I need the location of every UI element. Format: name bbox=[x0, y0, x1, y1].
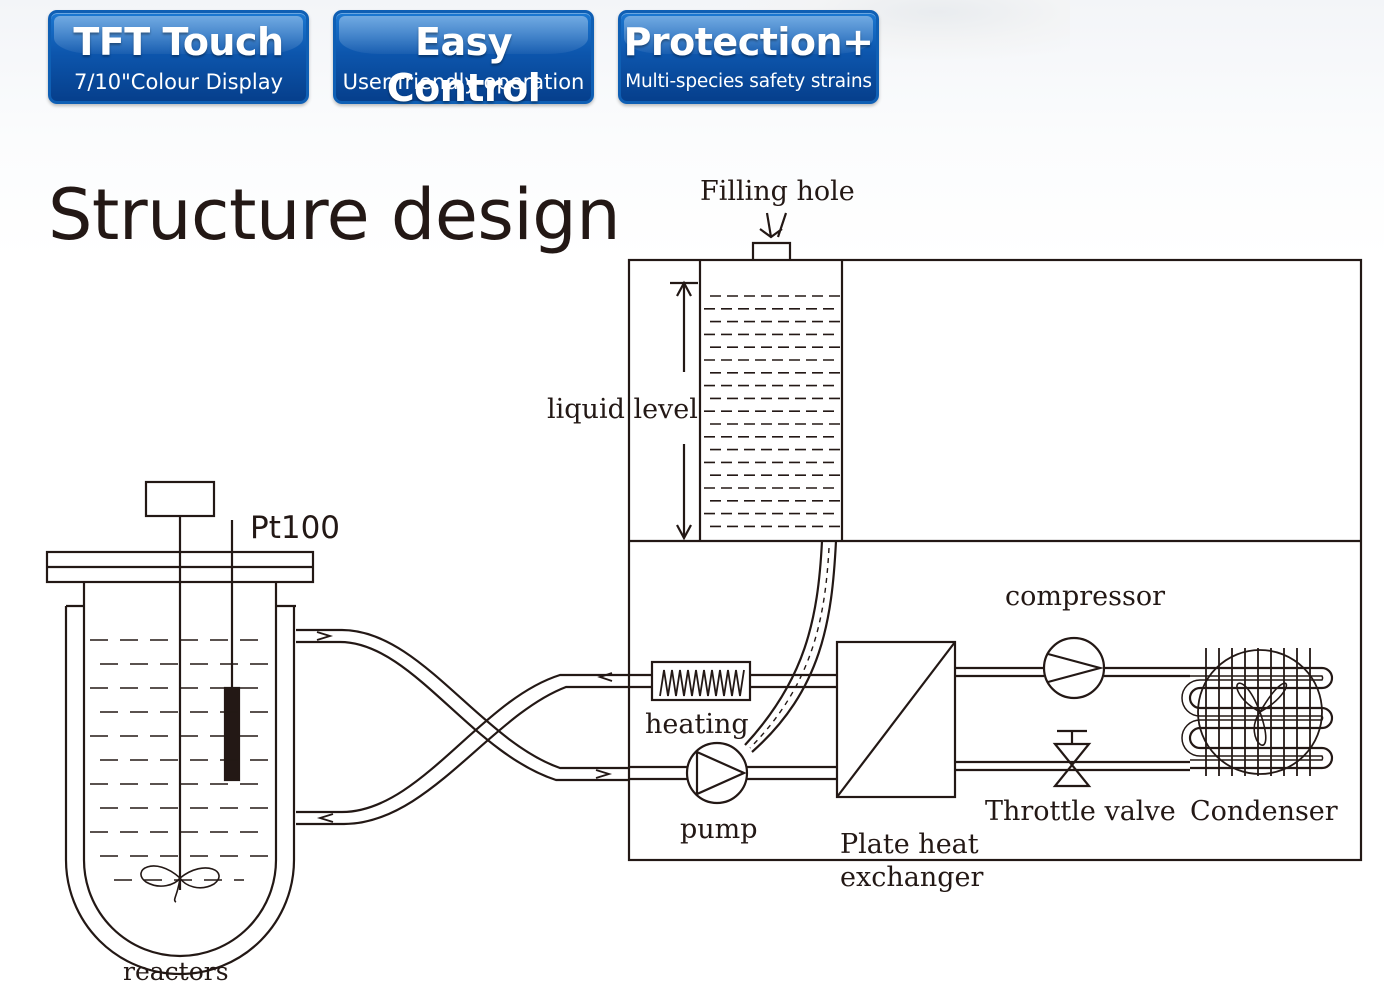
label-pt100: Pt100 bbox=[250, 510, 340, 546]
unit-housing bbox=[627, 258, 1363, 862]
badge-easy-control: Easy Control User friendly operation bbox=[333, 10, 594, 110]
label-compressor: compressor bbox=[1005, 581, 1165, 612]
page-title: Structure design bbox=[48, 174, 621, 256]
liquid-level-arrow bbox=[670, 280, 698, 541]
label-pump: pump bbox=[680, 814, 758, 845]
pump bbox=[685, 741, 749, 805]
heating-element bbox=[650, 660, 752, 702]
badge-title: Easy Control bbox=[386, 20, 541, 110]
badge-title: Protection+ bbox=[623, 20, 874, 64]
label-filling-hole: Filling hole bbox=[700, 176, 855, 207]
badge-subtitle: User friendly operation bbox=[342, 70, 585, 94]
badge-subtitle: 7/10"Colour Display bbox=[73, 70, 284, 94]
liquid-tank bbox=[698, 260, 844, 541]
crossing-hoses bbox=[296, 628, 629, 826]
filling-hole bbox=[751, 212, 792, 260]
plate-heat-exchanger bbox=[835, 640, 957, 799]
refrigerant-lines bbox=[955, 666, 1190, 772]
label-heating: heating bbox=[645, 709, 749, 740]
label-liquid-level: liquid level bbox=[547, 394, 698, 425]
label-throttle-valve: Throttle valve bbox=[985, 796, 1176, 827]
badge-protection: Protection+ Multi-species safety strains bbox=[618, 10, 879, 104]
condenser bbox=[1181, 648, 1334, 776]
label-plate-heat: Plate heat bbox=[840, 829, 979, 860]
label-reactors: reactors bbox=[123, 957, 229, 984]
label-condenser: Condenser bbox=[1190, 796, 1338, 827]
reactor-vessel bbox=[45, 480, 315, 976]
label-exchanger: exchanger bbox=[840, 862, 983, 893]
badge-subtitle: Multi-species safety strains bbox=[625, 71, 872, 92]
throttle-valve bbox=[1052, 729, 1092, 788]
compressor bbox=[1042, 636, 1106, 700]
badge-tft-touch: TFT Touch 7/10"Colour Display bbox=[48, 10, 309, 104]
internal-lines bbox=[629, 673, 837, 781]
tank-to-pump-tube bbox=[744, 540, 838, 753]
badge-title: TFT Touch bbox=[73, 20, 284, 64]
